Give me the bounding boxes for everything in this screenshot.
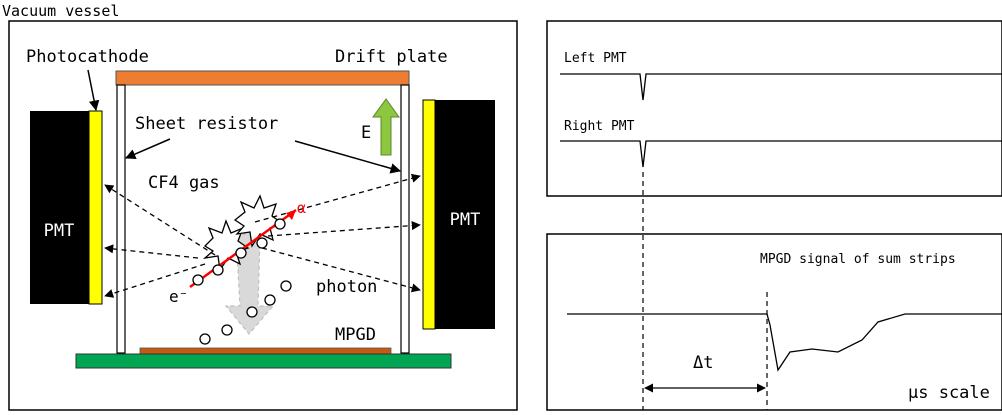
photon-path — [267, 221, 421, 237]
field-label: E — [361, 123, 371, 143]
sheet-resistor-left — [116, 84, 126, 354]
pmt-left-label: PMT — [44, 221, 75, 241]
electron — [264, 294, 276, 306]
right-pmt-waveform — [560, 140, 1002, 168]
photon-path — [104, 244, 199, 259]
mpgd-signal-panel — [546, 233, 1002, 411]
electron — [221, 324, 233, 336]
mpgd-label: MPGD — [335, 325, 376, 345]
electron — [192, 274, 204, 286]
photon-paths — [104, 173, 421, 298]
electron — [274, 218, 286, 230]
electron — [235, 247, 247, 259]
alpha-track-arrowhead — [286, 210, 296, 220]
alpha-label: α — [297, 199, 306, 217]
sheet-resistor-right — [400, 84, 410, 354]
left-pmt-signal-label: Left PMT — [564, 51, 627, 66]
vessel-label: Vacuum vessel — [2, 2, 119, 20]
electron — [256, 237, 268, 249]
photon-path — [254, 173, 421, 223]
electron — [199, 333, 211, 345]
drift-plate-label: Drift plate — [335, 47, 448, 67]
right-pmt-signal-label: Right PMT — [564, 119, 635, 134]
photocathode-pointer-arrow — [87, 69, 100, 112]
pmt-right-label: PMT — [450, 210, 481, 230]
sheet-resistor-label: Sheet resistor — [135, 114, 278, 134]
mpgd-signal-label: MPGD signal of sum strips — [760, 252, 956, 267]
electron — [212, 264, 224, 276]
electron-label: e⁻ — [169, 287, 188, 306]
gas-label: CF4 gas — [148, 173, 220, 193]
sheet-resistor-arrow-right — [294, 140, 402, 174]
mpgd-base — [75, 353, 452, 369]
left-pmt-waveform — [560, 73, 1002, 101]
photocathode-left — [88, 110, 103, 305]
electron-group — [192, 218, 292, 345]
photon-label: photon — [316, 277, 377, 297]
delta-t-label: Δt — [693, 353, 713, 373]
pmt-left — [30, 111, 89, 304]
time-scale-label: μs scale — [908, 383, 990, 403]
photon-path — [261, 247, 421, 293]
photon-path — [104, 184, 216, 256]
photocathode-right — [422, 99, 436, 330]
mpgd-waveform — [567, 313, 1002, 372]
vacuum-vessel-box — [8, 20, 518, 411]
drift-plate — [115, 70, 410, 86]
sheet-resistor-arrow-left — [125, 138, 171, 160]
photocathode-label: Photocathode — [26, 47, 149, 67]
electric-field-arrow — [372, 98, 400, 156]
mpgd-plate — [139, 347, 392, 355]
pmt-right — [435, 100, 495, 329]
electron — [246, 306, 258, 318]
electron — [280, 280, 292, 292]
pmt-signal-panel — [546, 20, 1002, 197]
